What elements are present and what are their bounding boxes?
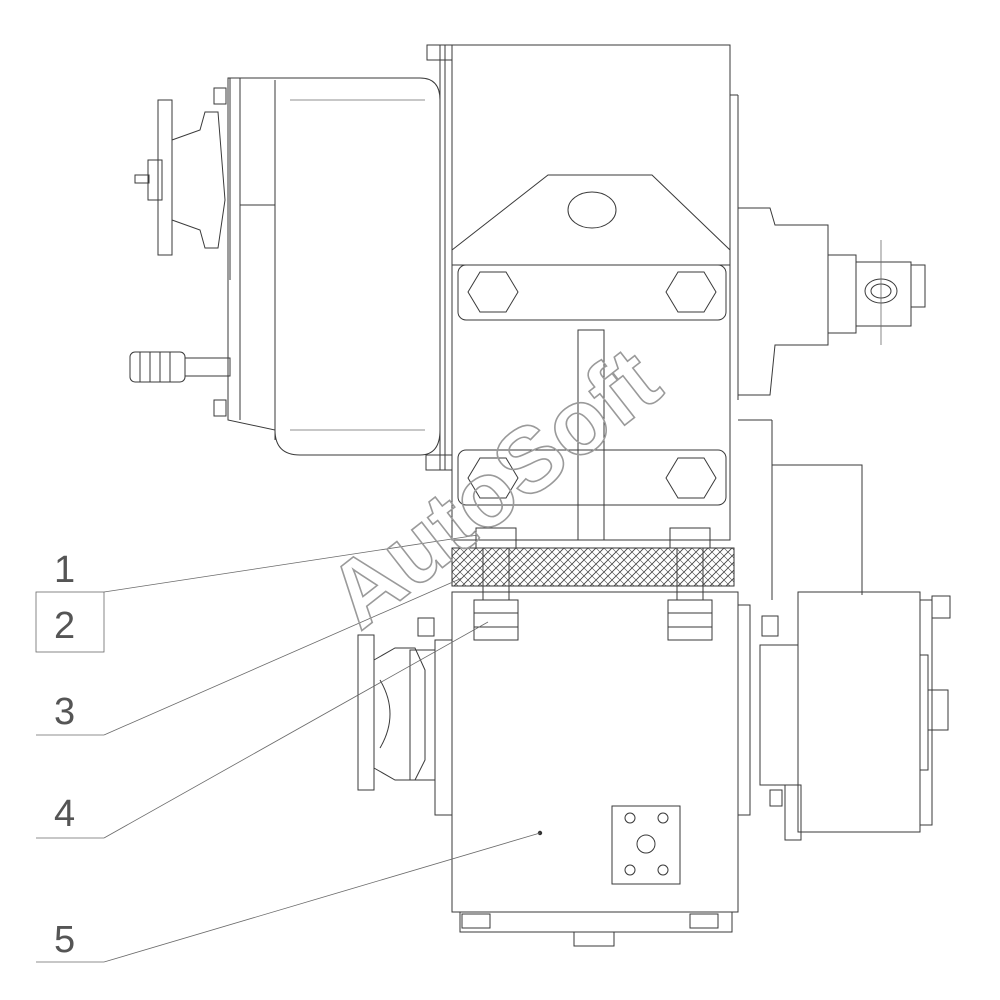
callout-2: 2 — [54, 605, 75, 647]
callout-leaders — [35, 534, 541, 963]
callout-5: 5 — [54, 919, 75, 961]
gasket-and-bolts — [451, 527, 735, 641]
upper-unit — [129, 44, 926, 600]
callout-4: 4 — [54, 793, 75, 835]
lower-unit — [357, 591, 951, 947]
callout-3: 3 — [54, 691, 75, 733]
callout-1: 1 — [54, 549, 75, 591]
